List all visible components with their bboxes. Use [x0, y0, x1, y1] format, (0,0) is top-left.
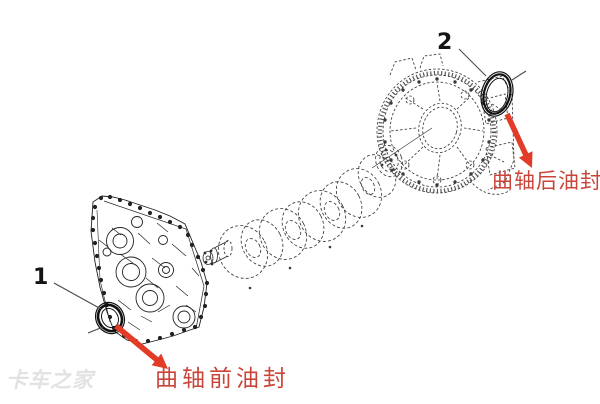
site-watermark: 卡车之家	[6, 368, 94, 392]
flywheel-housing-drawing	[371, 53, 516, 195]
crankshaft-drawing	[217, 144, 403, 290]
callout-1-leader-line	[53, 282, 102, 310]
callout-2-number: 2	[437, 30, 453, 55]
callout-1-number: 1	[33, 265, 49, 290]
crank-nose-drawing	[202, 240, 233, 266]
front-seal-label: 曲轴前油封	[155, 366, 290, 392]
callout-1-leader-tick	[87, 326, 104, 334]
rear-seal-arrow-icon	[504, 112, 533, 168]
front-cover-drawing	[90, 194, 210, 345]
rear-oil-seal-drawing	[480, 71, 514, 117]
front-seal-arrow-icon	[114, 323, 168, 369]
callout-2-leader-tick	[511, 70, 527, 81]
rear-seal-label: 曲轴后油封	[492, 169, 600, 193]
callout-2-leader-line	[458, 48, 487, 77]
